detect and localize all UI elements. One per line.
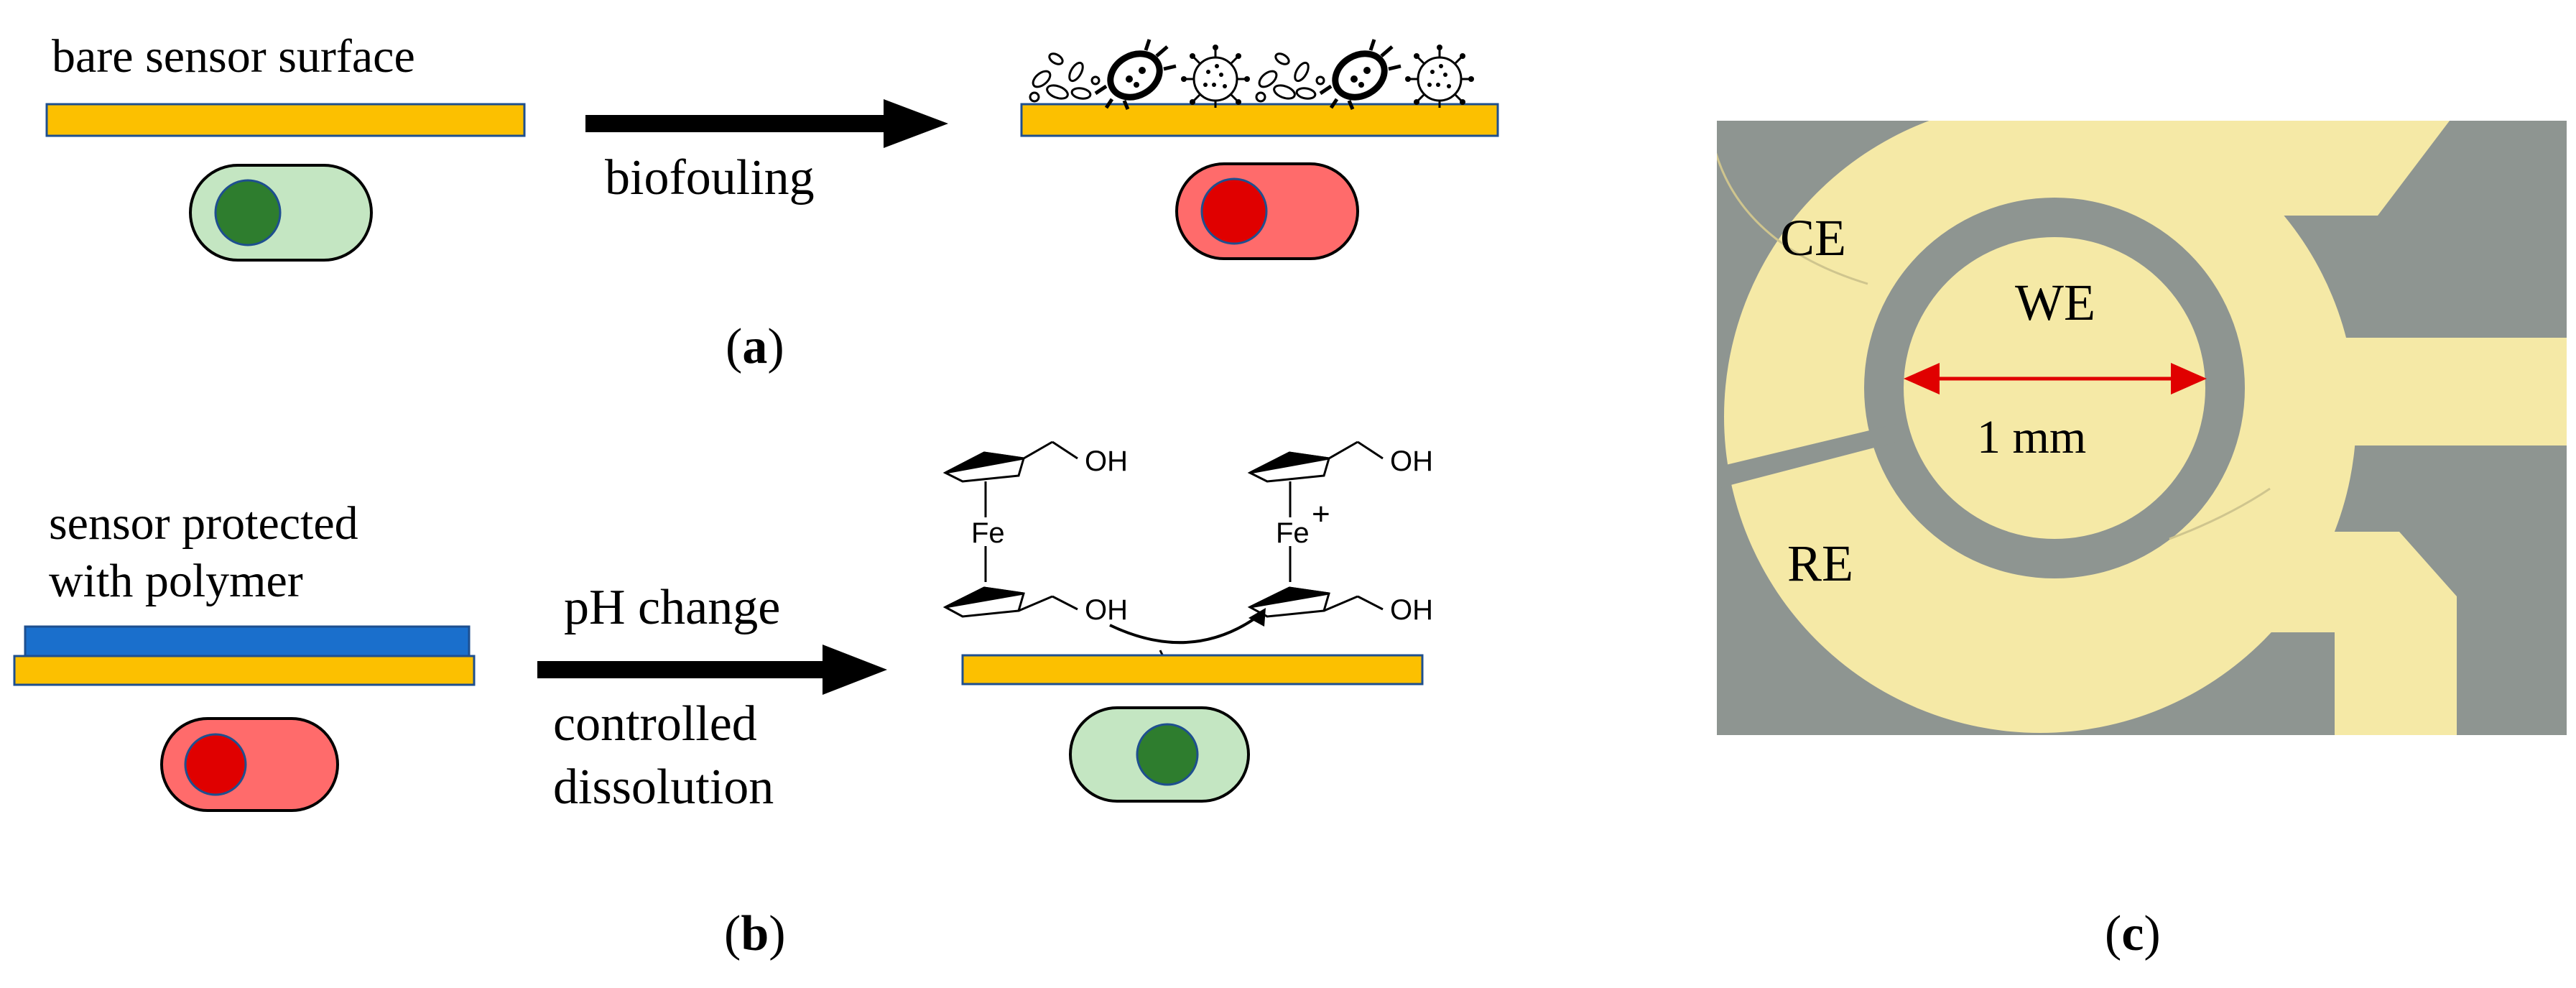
virus-icon-2 [1405, 45, 1474, 108]
fe-1: Fe [971, 517, 1005, 549]
red-indicator-dot-b [184, 733, 247, 796]
active-sensor-bar [961, 654, 1424, 685]
red-indicator-dot [1200, 177, 1268, 245]
ph-change-label: pH change [564, 580, 780, 635]
caption-a: (a) [726, 319, 784, 374]
oh-top-2: OH [1390, 445, 1433, 477]
protected-label-line1: sensor protected [49, 497, 358, 550]
scale-label: 1 mm [1977, 411, 2086, 463]
oxidation-arrowhead [1248, 608, 1266, 627]
oh-top-1: OH [1085, 445, 1128, 477]
re-label: RE [1787, 535, 1853, 592]
biofilm-debris-icon [1029, 52, 1101, 103]
re-boundary [2169, 487, 2271, 540]
working-electrode [1904, 237, 2205, 539]
scale-arrowhead-left [1904, 363, 1940, 394]
protected-label-line2: with polymer [49, 555, 303, 607]
caption-b: (b) [724, 906, 786, 961]
we-label: WE [2015, 274, 2095, 331]
dissolution-arrow [537, 645, 887, 695]
ferrocene-methanol-structure [942, 440, 1078, 618]
bacterium-icon-2 [1319, 39, 1401, 110]
bare-sensor-surface-label: bare sensor surface [52, 30, 415, 83]
protected-sensor-bar [13, 655, 476, 686]
green-indicator-dot [214, 179, 282, 246]
oh-bottom-1: OH [1085, 594, 1128, 626]
fouled-sensor-bar [1020, 103, 1499, 137]
panel-c: CE WE RE 1 mm (c) [1717, 121, 2567, 961]
dissolution-label: dissolution [553, 760, 774, 815]
bare-sensor-bar [45, 103, 526, 137]
green-indicator-dot-b [1136, 723, 1199, 786]
biofilm-debris-icon-2 [1255, 52, 1325, 103]
biofouling-arrow [585, 99, 948, 148]
ce-re-boundary [1717, 152, 1868, 285]
panel-a: bare sensor surface biofouling [45, 30, 1499, 374]
charge-plus: + [1312, 497, 1330, 532]
ce-label: CE [1780, 209, 1846, 267]
oxidation-arrow [1109, 613, 1262, 645]
oh-bottom-2: OH [1390, 594, 1433, 626]
scale-arrowhead-right [2171, 363, 2207, 394]
biofouling-label: biofouling [605, 150, 815, 206]
caption-c: (c) [2105, 906, 2161, 961]
fe-2: Fe [1276, 517, 1310, 549]
polymer-layer [24, 625, 471, 660]
virus-icon [1181, 45, 1250, 108]
electrode-gap [1717, 424, 1896, 489]
bacterium-icon [1094, 39, 1177, 110]
controlled-label: controlled [553, 696, 757, 752]
panel-b: sensor protected with polymer pH change … [13, 440, 1433, 961]
electrode-photo [1717, 121, 2567, 735]
